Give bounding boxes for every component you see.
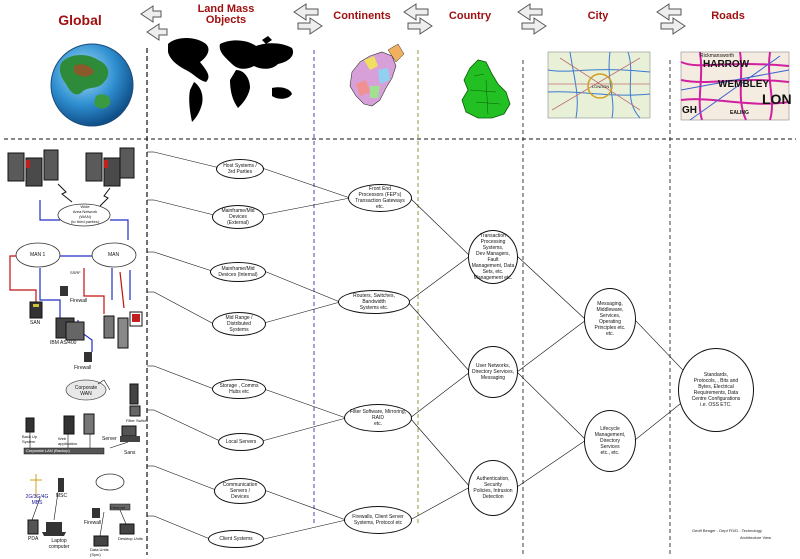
footer-author: Geoff Benger - Dept FD/D - Technology <box>692 528 762 533</box>
label-firewall-3: Firewall <box>84 520 102 526</box>
node-standards-protocols: Standards, Protocols, , Bits and Bytes, … <box>678 348 754 432</box>
arrow-icon-1 <box>140 5 168 41</box>
mainframe-icon-2 <box>85 147 135 187</box>
header-arrows <box>140 3 686 41</box>
label-ethernet: Ethernet <box>110 505 126 510</box>
city-map-icon <box>547 51 651 119</box>
globe-icon <box>50 43 134 127</box>
node-client-systems: Client Systems <box>208 530 264 548</box>
node-firewalls-client-server: Firewalls, Client Server Systems, Protoc… <box>344 506 412 534</box>
node-storage-comms: Storage , Comms Hubs etc <box>212 379 266 399</box>
node-messaging-middleware: Messaging, Middleware, Services, Operati… <box>584 288 636 350</box>
arrow-icon-2 <box>293 3 323 35</box>
roads-label-harrow: HARROW <box>703 59 750 70</box>
label-server: Server <box>102 436 117 442</box>
node-transaction-processing: Transaction Processing Systems, Dev Mana… <box>468 230 518 284</box>
label-backup: Back Up System <box>22 434 38 444</box>
roads-label-lon: LON <box>762 91 792 107</box>
arrow-icon-4 <box>517 3 547 35</box>
label-firewall-1: Firewall <box>70 298 88 304</box>
label-lan: Corporate LAN (Backup) <box>26 448 70 453</box>
label-sans: Sans <box>124 450 136 456</box>
world-map-icon <box>168 36 294 122</box>
connector-lines <box>153 151 701 540</box>
node-mid-range: Mid Range / Distributed Systems <box>212 312 266 336</box>
europe-map-icon <box>349 43 405 107</box>
label-gsm: 2G/3G/4G MBS <box>25 494 49 506</box>
node-local-servers: Local Servers <box>218 433 264 451</box>
header-city: City <box>587 10 609 22</box>
mainframe-icon-1 <box>7 149 59 187</box>
label-laptop: Laptop computer <box>48 538 70 550</box>
node-mv-devices-internal: Mainframe/Mid Devices (Internal) <box>210 262 266 282</box>
header-continents: Continents <box>333 10 391 22</box>
footer-caption: Architecture View <box>740 535 772 540</box>
header-country: Country <box>448 10 492 22</box>
arrow-icon-3 <box>403 3 433 35</box>
city-map-label: LONDON <box>592 84 610 89</box>
label-workstation-2: Desktop Units <box>118 536 143 541</box>
label-pda: PDA <box>28 536 39 542</box>
header-land-mass: Land Mass Objects <box>197 3 255 26</box>
node-authentication-security: Authentication, Security Policies, Intru… <box>468 460 518 516</box>
label-firewall-2: Firewall <box>74 365 92 371</box>
node-hv-devices-external: Mainframe/Mid Devices (External) <box>212 205 264 229</box>
node-user-networks: User Networks, Directory Services, Messa… <box>468 346 518 398</box>
label-man: MAN <box>108 252 120 258</box>
roads-label-wembley: WEMBLEY <box>718 79 770 90</box>
node-front-end-processors: Front End Processors (FEP's) Transaction… <box>348 184 412 212</box>
england-map-icon <box>461 59 511 119</box>
roads-label-ealing: EALING <box>730 110 749 116</box>
left-spine-ticks <box>147 151 154 517</box>
network-drawing <box>7 147 143 547</box>
arrow-icon-5 <box>656 3 686 35</box>
node-communication-servers: Communication Servers / Devices <box>214 478 266 504</box>
node-filter-software: Filter Software, Mirroring, RAID etc. <box>344 404 412 432</box>
roads-label-top: Rickmansworth <box>700 53 735 59</box>
header-roads: Roads <box>711 10 745 22</box>
label-wan: Wide Area Network (WAN) (to third partie… <box>70 204 99 224</box>
label-san: SAN <box>30 320 41 326</box>
node-lifecycle-management: Lifecycle Management, Directory Services… <box>584 410 636 472</box>
node-routers-switches: Routers, Switches, Bandwidth Systems etc… <box>338 290 410 314</box>
label-web-application: Web application <box>58 436 78 446</box>
label-ssrf: SSRF <box>70 270 81 275</box>
roads-label-left: GH <box>682 105 697 116</box>
label-msc: MSC <box>56 493 68 499</box>
header-global: Global <box>58 12 102 28</box>
label-workstation-1: Data Units (Sym) <box>90 547 109 557</box>
label-corporate-wan: Corporate WAN <box>74 385 98 397</box>
node-host-systems: Host Systems / 3rd Parties <box>216 159 264 179</box>
label-ibm: IBM AS/400 <box>50 340 77 346</box>
label-man1: MAN 1 <box>30 252 46 258</box>
label-filter-switch: Filter Switch <box>126 418 148 423</box>
roads-map-icon <box>680 51 790 121</box>
